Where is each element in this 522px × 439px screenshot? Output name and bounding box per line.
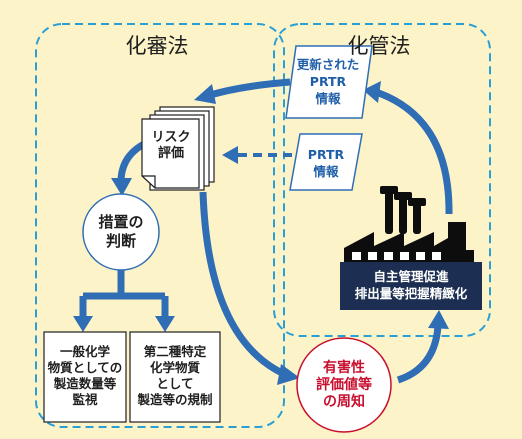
factory-label: 自主管理促進 排出量等把握精緻化	[354, 269, 468, 301]
arrowhead-class2	[155, 316, 175, 332]
arrow-updated-prtr-to-risk	[205, 78, 291, 100]
arrowhead-hazard	[277, 364, 300, 385]
arrowhead-general	[73, 316, 93, 332]
arrowhead-measures	[111, 178, 132, 196]
arrowhead-prtr	[222, 146, 238, 164]
risk-assessment-label: リスク 評価	[151, 130, 191, 161]
arrowhead-factory	[428, 310, 449, 329]
class2-chemicals-label: 第二種特定 化学物質 として 製造等の規制	[137, 344, 213, 407]
arrowhead-updated-prtr	[194, 84, 216, 104]
arrow-factory-to-updated-prtr	[374, 88, 453, 215]
general-chemicals-box	[43, 331, 127, 423]
hazard-notice-circle	[296, 337, 392, 433]
prtr-label: PRTR 情報	[307, 147, 345, 179]
general-chemicals-label: 一般化学 物質としての 製造数量等 監視	[47, 344, 123, 407]
branch-connector	[79, 268, 169, 318]
kakanho-title: 化管法	[347, 34, 411, 58]
kashinho-title: 化審法	[125, 34, 189, 58]
measures-circle	[82, 193, 160, 271]
hazard-notice-label: 有害性 評価値等 の周知	[316, 360, 372, 410]
kakanho-region	[273, 23, 491, 337]
measures-label: 措置の 判断	[98, 213, 144, 250]
updated-prtr-label: 更新された PRTR 情報	[296, 57, 360, 106]
factory-icon	[340, 186, 482, 310]
updated-prtr-shape	[285, 45, 373, 119]
class2-chemicals-box	[129, 331, 221, 423]
risk-document-stack	[141, 106, 215, 191]
arrow-risk-to-hazard	[199, 191, 286, 378]
arrowhead-updated-prtr-in	[363, 81, 381, 103]
factory-windows	[352, 252, 441, 260]
arrow-hazard-to-factory	[396, 325, 442, 384]
prtr-shape	[289, 133, 363, 191]
kashinho-region	[35, 23, 285, 428]
